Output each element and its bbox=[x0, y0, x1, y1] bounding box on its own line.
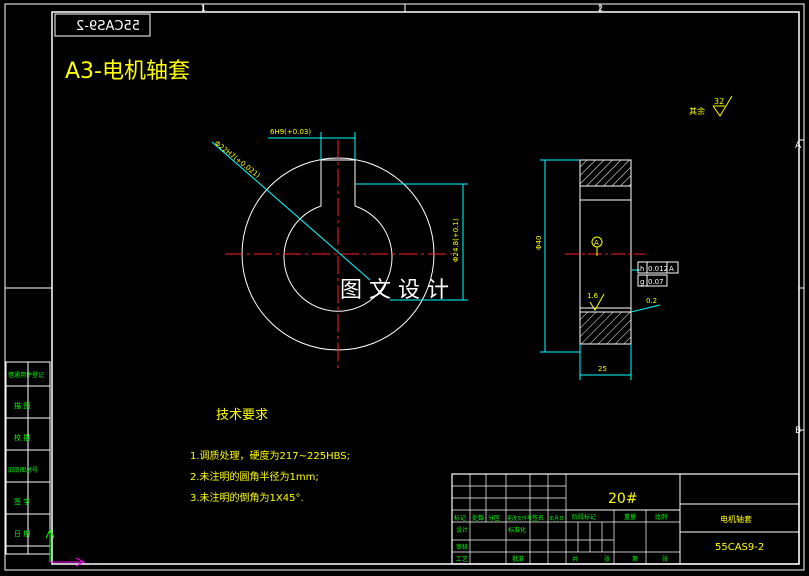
ucs-arrow-x bbox=[75, 557, 86, 567]
surface-b-value: 0.2 bbox=[646, 297, 657, 305]
title-block bbox=[451, 473, 800, 565]
zone-mark-a: A bbox=[795, 141, 802, 151]
sign-row-label: 处数 bbox=[472, 514, 484, 522]
bore-dia-leader bbox=[211, 141, 371, 281]
surface-a-symbol bbox=[589, 293, 605, 311]
tech-req-heading: 技术要求 bbox=[216, 408, 268, 423]
bore-with-keyway bbox=[283, 159, 393, 312]
stamp-label: 借通用件登记 bbox=[8, 371, 44, 379]
sign-row-label: 更改文件号 bbox=[507, 515, 532, 522]
runout-value: 0.012 bbox=[648, 265, 668, 273]
sign-row-label: 分区 bbox=[488, 514, 500, 522]
roughness-symbol bbox=[712, 95, 733, 117]
roughness-value: 32 bbox=[714, 97, 724, 106]
stamp-label: 日 期 bbox=[14, 530, 30, 538]
keyway-width-dim: 6H9(+0.03) bbox=[270, 128, 311, 136]
zone-mark-1: 1 bbox=[201, 4, 206, 13]
role-label: 审核 bbox=[456, 543, 468, 551]
tech-req-item-2: 2.未注明的圆角半径为1mm; bbox=[190, 470, 319, 483]
runout-frame bbox=[637, 261, 679, 274]
drawing-title: A3-电机轴套 bbox=[65, 59, 190, 84]
flatness-frame bbox=[637, 274, 668, 287]
material: 20# bbox=[608, 491, 638, 507]
bore-dia-dim: Φ22H7(+0.021) bbox=[213, 139, 262, 180]
part-name: 电机轴套 bbox=[720, 514, 752, 524]
stamp-label: 签 字 bbox=[14, 497, 30, 506]
tech-req-item-1: 1.调质处理，硬度为217~225HBS; bbox=[190, 449, 350, 462]
role-label: 设计 bbox=[456, 526, 468, 534]
stamp-label: 旧底图总号 bbox=[8, 466, 38, 474]
stage-grid bbox=[566, 510, 647, 564]
outer-dia-dim: Φ40 bbox=[535, 236, 543, 250]
runout-symbol: h bbox=[640, 265, 644, 273]
runout-datum: A bbox=[669, 265, 674, 273]
ucs-arrow-y bbox=[45, 528, 55, 539]
drawing-code-box bbox=[54, 13, 151, 37]
stage-label: 阶段标记 bbox=[572, 513, 596, 521]
stage-label: 比例 bbox=[655, 513, 667, 521]
length-dim: 25 bbox=[598, 365, 607, 373]
tech-req-item-3: 3.未注明的倒角为1X45°. bbox=[190, 491, 304, 504]
stamp-label: 校 描 bbox=[14, 433, 30, 442]
flatness-value: 0.07 bbox=[648, 278, 664, 286]
sign-row-label: 标记 bbox=[454, 514, 466, 522]
sign-row-label: 签名 bbox=[532, 514, 544, 522]
surface-b-leader bbox=[630, 304, 661, 313]
approve-label: 批准 bbox=[512, 555, 524, 563]
sheet-label: 张 bbox=[662, 555, 668, 563]
sign-row-label: 年月日 bbox=[549, 515, 564, 522]
surface-a-value: 1.6 bbox=[587, 292, 599, 300]
section-bottom-hatch bbox=[579, 311, 632, 345]
sheet-label: 张 bbox=[604, 555, 610, 563]
sheet-label: 第 bbox=[632, 555, 638, 563]
flatness-symbol: g bbox=[640, 278, 644, 286]
drawing-code-mirrored: 55CAS9-2 bbox=[76, 19, 140, 34]
left-stamp-column-inner bbox=[27, 361, 51, 555]
stage-label: 重量 bbox=[624, 513, 636, 521]
datum-label: A bbox=[594, 239, 599, 247]
key-depth-dim: Φ24.8(+0.1) bbox=[452, 218, 460, 262]
section-top-hatch bbox=[579, 159, 632, 187]
watermark: 图 文 设 计 bbox=[340, 278, 449, 303]
zone-mark-b: B bbox=[795, 426, 801, 436]
section-outline bbox=[579, 159, 632, 345]
zone-mark-2: 2 bbox=[598, 4, 603, 13]
signature-grid bbox=[452, 474, 567, 564]
stamp-label: 描 图 bbox=[14, 401, 30, 410]
sheet-label: 共 bbox=[572, 555, 578, 563]
std-label: 标准化 bbox=[508, 526, 526, 534]
roughness-label: 其余 bbox=[689, 106, 705, 116]
drawing-number: 55CAS9-2 bbox=[715, 542, 764, 553]
role-label: 工艺 bbox=[456, 555, 468, 563]
